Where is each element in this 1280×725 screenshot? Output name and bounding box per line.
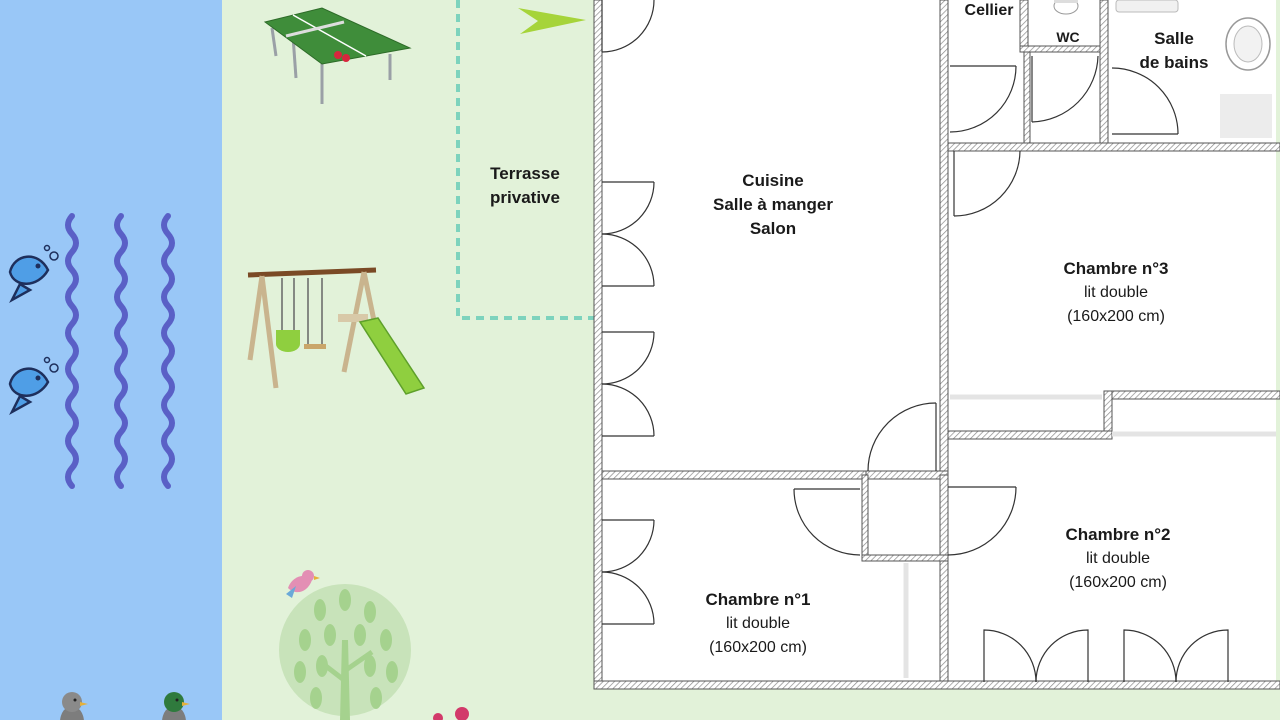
slide-icon <box>358 317 426 395</box>
ping-pong-table-icon <box>263 7 412 104</box>
house-floor <box>596 0 1276 688</box>
bedroom2-label: Chambre n°2 lit double (160x200 cm) <box>1032 523 1204 595</box>
bedroom3-size: (160x200 cm) <box>1067 308 1165 325</box>
cellier-label: Cellier <box>952 0 1026 22</box>
wave-icon <box>114 213 128 489</box>
bathroom-label-line1: Salle <box>1154 29 1194 48</box>
bedroom3-bed: lit double <box>1083 284 1149 301</box>
bedroom3-name: Chambre n°3 <box>1063 259 1169 278</box>
terrace-label: Terrasse privative <box>466 162 584 210</box>
fish-icon <box>8 356 59 416</box>
wave-icon <box>65 213 79 489</box>
bedroom2-bed: lit double <box>1085 550 1151 567</box>
living-label-line2: Salle à manger <box>712 195 833 214</box>
terrace-label-line2: privative <box>490 188 560 207</box>
door-swings <box>601 0 1229 683</box>
tree-icon <box>279 584 411 720</box>
entrance-arrow-icon <box>518 8 586 34</box>
wc-label: WC <box>1038 26 1098 48</box>
sink-icon <box>1220 17 1272 138</box>
living-label-line1: Cuisine <box>742 171 804 190</box>
terrace-outline <box>456 0 594 320</box>
cellier-label-text: Cellier <box>964 2 1014 19</box>
bathroom-label-line2: de bains <box>1139 53 1209 72</box>
bedroom3-label: Chambre n°3 lit double (160x200 cm) <box>1030 257 1202 329</box>
bedroom2-size: (160x200 cm) <box>1069 574 1167 591</box>
bathtub-icon <box>1115 0 1179 13</box>
toilet-icon <box>1053 0 1079 15</box>
terrace-label-line1: Terrasse <box>490 164 560 183</box>
house-walls <box>593 0 1280 690</box>
living-room-label: Cuisine Salle à manger Salon <box>680 169 866 241</box>
living-label-line3: Salon <box>749 219 797 238</box>
wave-icon <box>161 213 175 489</box>
bathroom-label: Salle de bains <box>1118 27 1230 75</box>
bedroom1-label: Chambre n°1 lit double (160x200 cm) <box>672 588 844 660</box>
interior-lines <box>903 394 1276 678</box>
fish-icon <box>8 244 59 304</box>
wc-label-text: WC <box>1056 29 1080 45</box>
bedroom2-name: Chambre n°2 <box>1065 525 1171 544</box>
bird-icon <box>286 570 320 598</box>
river-area <box>0 0 222 720</box>
bedroom1-bed: lit double <box>725 615 791 632</box>
bedroom1-size: (160x200 cm) <box>709 639 807 656</box>
bedroom1-name: Chambre n°1 <box>705 590 811 609</box>
